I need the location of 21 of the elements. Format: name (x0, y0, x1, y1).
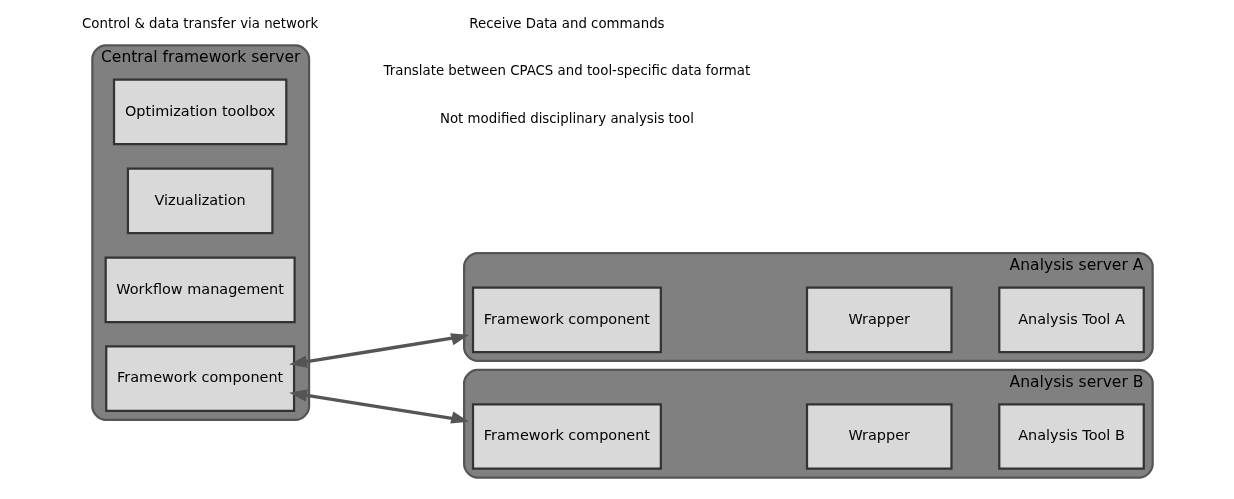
node-box: Vizualization (126, 167, 273, 235)
arrow (288, 389, 469, 424)
label: Not modified disciplinary analysis tool (439, 111, 694, 127)
node-box: Analysis Tool A (997, 286, 1145, 354)
arrow (288, 333, 469, 368)
cluster (462, 252, 1154, 363)
node-box: Framework component (104, 345, 295, 413)
label: Translate between CPACS and tool-specific data format (383, 63, 750, 79)
node-box: Analysis Tool B (997, 403, 1145, 470)
node-box: Framework component (471, 403, 662, 470)
node-box: Framework component (471, 286, 662, 354)
node-box: Optimization toolbox (112, 78, 287, 146)
node-box: Wrapper (805, 286, 953, 354)
cluster (462, 368, 1154, 479)
node-label: Analysis server A (1009, 256, 1143, 275)
node-label: Central framework server (100, 48, 300, 67)
label: Receive Data and commands (468, 15, 665, 31)
node-label: Analysis server B (1009, 372, 1143, 391)
node-box: Workflow management (104, 256, 296, 324)
node-box: Wrapper (805, 403, 953, 470)
label: Control & data transfer via network (81, 15, 318, 31)
